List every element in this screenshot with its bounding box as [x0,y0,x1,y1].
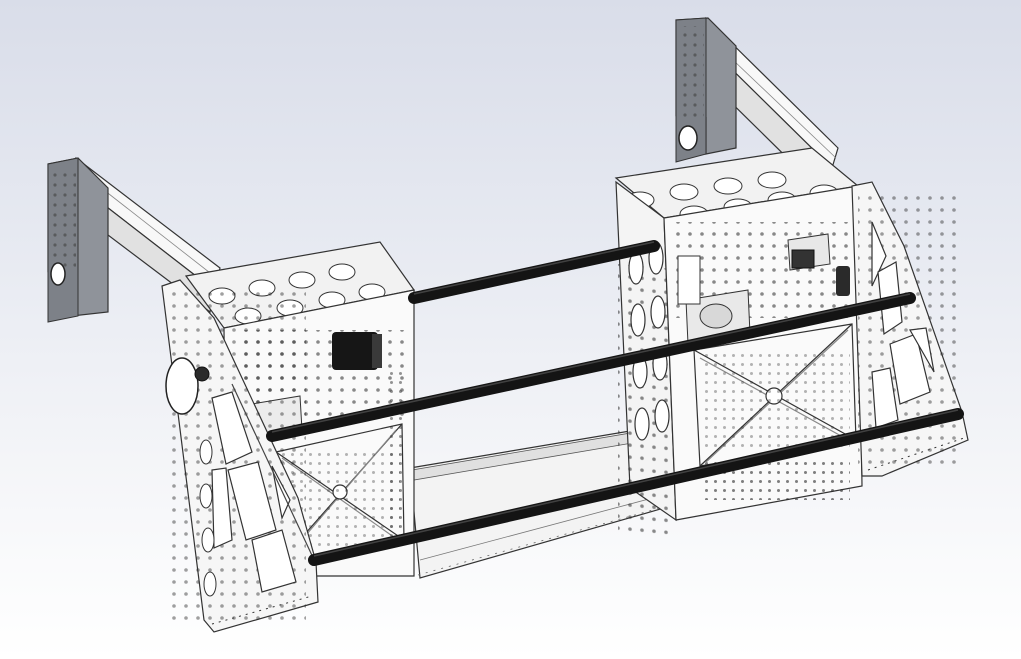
right-gearbox [614,147,863,539]
right-bracket [675,17,737,163]
rod-lower [308,408,964,566]
right-gusset [851,181,969,477]
left-gusset [161,279,319,633]
rod-middle [266,292,916,442]
rod-upper [408,240,660,304]
left-bracket [47,157,109,323]
